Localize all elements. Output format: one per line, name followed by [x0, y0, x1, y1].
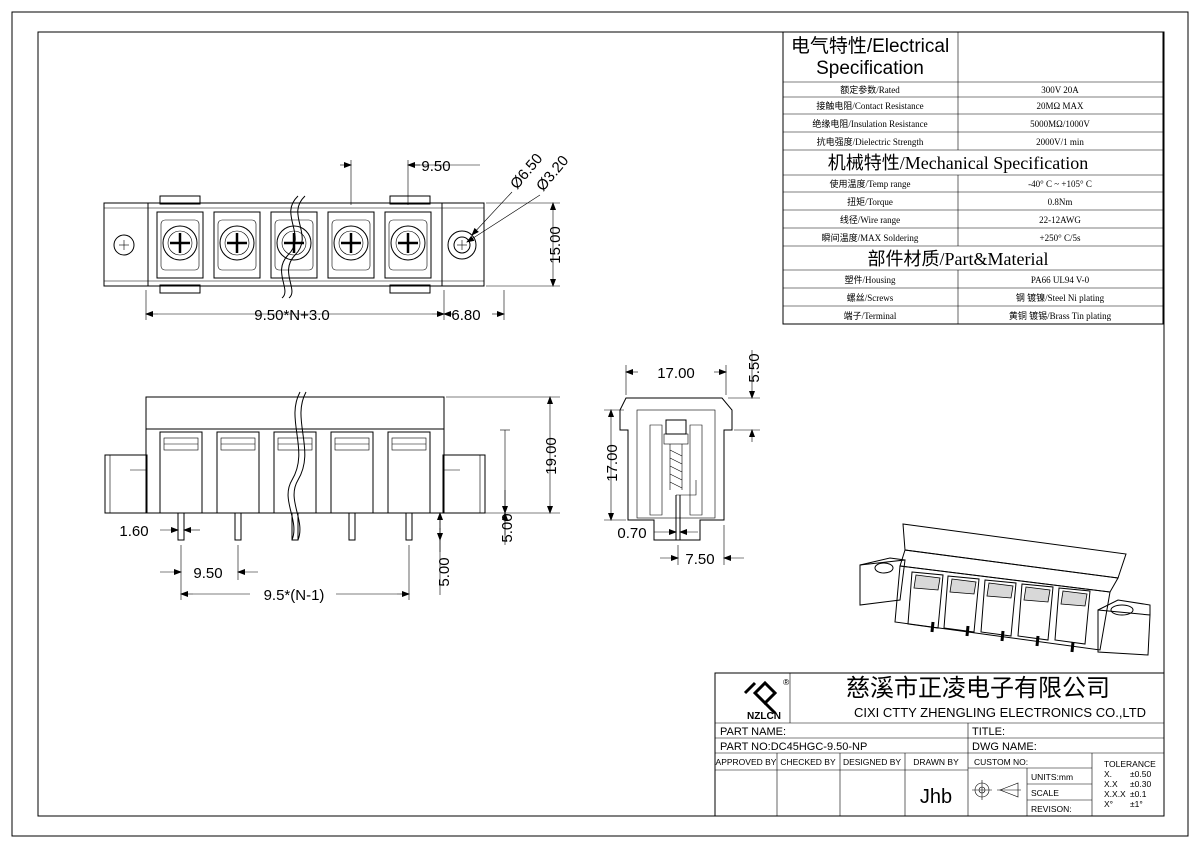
mount-hole-right — [447, 230, 477, 260]
tolerance-key: X. — [1104, 769, 1112, 779]
spec-value: 5000MΩ/1000V — [1030, 119, 1090, 129]
dim-side-height: 17.00 — [604, 444, 621, 482]
spec-table: 电气特性/Electrical Specification 额定参数/Rated… — [782, 31, 1164, 325]
tolerance-title: TOLERANCE — [1104, 759, 1156, 769]
part-name-label: PART NAME: — [720, 726, 786, 738]
spec-value: 300V 20A — [1041, 85, 1079, 95]
dim-front-pitch: 9.50 — [193, 565, 222, 582]
pin — [291, 512, 299, 541]
dim-pin-width: 1.60 — [119, 523, 148, 540]
dim-side-offset: 7.50 — [685, 551, 714, 568]
projection-icon — [972, 780, 1021, 800]
tolerance-value: ±0.50 — [1130, 769, 1151, 779]
spec-label: 接触电阻/Contact Resistance — [816, 100, 923, 111]
electrical-title-2: Specification — [816, 58, 924, 79]
logo-mark: ® — [783, 677, 790, 687]
designed-by-label: DESIGNED BY — [843, 757, 901, 767]
tolerance-value: ±1° — [1130, 799, 1143, 809]
dim-front-pin-len-2: 5.00 — [436, 557, 453, 586]
tolerance-key: X.X — [1104, 779, 1118, 789]
top-terminal — [213, 211, 261, 279]
spec-value: 钢 镀镍/Steel Ni plating — [1016, 292, 1105, 303]
spec-value: 22-12AWG — [1039, 215, 1081, 225]
spec-label: 瞬间温度/MAX Soldering — [822, 232, 919, 243]
drawn-by-value: Jhb — [920, 786, 952, 808]
mechanical-title: 机械特性/Mechanical Specification — [828, 153, 1088, 173]
title-block: ® NZLCN 慈溪市正凌电子有限公司 CIXI CTTY ZHENGLING … — [714, 672, 1165, 817]
spec-value: +250° C/5s — [1040, 233, 1081, 243]
company-name-en: CIXI CTTY ZHENGLING ELECTRONICS CO.,LTD — [854, 705, 1146, 720]
top-terminal — [270, 211, 318, 279]
approved-by-label: APPROVED BY — [716, 757, 777, 767]
spec-value: 黄铜 镀锡/Brass Tin plating — [1009, 310, 1112, 321]
electrical-title-1: 电气特性/Electrical — [791, 35, 949, 57]
spec-label: 绝缘电阻/Insulation Resistance — [812, 118, 927, 129]
tolerance-value: ±0.30 — [1130, 779, 1151, 789]
front-view: 19.00 5.00 5.00 1.60 9.50 9.5*(N-1) — [104, 391, 560, 604]
company-name-cn: 慈溪市正凌电子有限公司 — [846, 674, 1110, 702]
revision-label: REVISON: — [1031, 804, 1072, 814]
spec-label: 线径/Wire range — [840, 214, 900, 225]
dim-top-end: 6.80 — [451, 307, 480, 324]
custom-no-label: CUSTOM NO: — [974, 757, 1028, 767]
spec-label: 扭矩/Torque — [847, 196, 893, 207]
spec-label: 端子/Terminal — [844, 310, 897, 321]
top-terminal — [156, 211, 204, 279]
part-no-label: PART NO:DC45HGC-9.50-NP — [720, 741, 867, 753]
outer-border — [11, 11, 1189, 837]
material-title: 部件材质/Part&Material — [868, 249, 1049, 269]
spec-label: 抗电强度/Dielectric Strength — [817, 136, 924, 147]
top-view: 9.50 Ø6.50 Ø3.20 15.00 9.50*N+3.0 6.80 — [103, 150, 572, 324]
dim-front-pin-len: 5.00 — [499, 513, 516, 542]
scale-label: SCALE — [1031, 788, 1059, 798]
spec-label: 使用温度/Temp range — [829, 178, 910, 189]
dim-front-height: 19.00 — [543, 437, 560, 475]
spec-label: 塑件/Housing — [844, 274, 896, 285]
title-label: TITLE: — [972, 726, 1005, 738]
dim-top-height: 15.00 — [547, 226, 564, 264]
dim-front-span: 9.5*(N-1) — [264, 587, 325, 604]
dwg-name-label: DWG NAME: — [972, 741, 1037, 753]
dim-side-pin: 0.70 — [617, 525, 646, 542]
spec-value: -40° C ~ +105° C — [1028, 179, 1092, 189]
dim-side-width: 17.00 — [657, 365, 695, 382]
spec-value: 0.8Nm — [1048, 197, 1073, 207]
spec-value: 20MΩ MAX — [1037, 101, 1084, 111]
tolerance-key: X° — [1104, 799, 1113, 809]
pin — [234, 512, 242, 541]
dim-side-cover: 5.50 — [746, 353, 763, 382]
isometric-view — [859, 523, 1151, 656]
side-view: 17.00 5.50 17.00 0.70 7.50 — [604, 350, 763, 568]
spec-value: PA66 UL94 V-0 — [1031, 275, 1090, 285]
spec-label: 螺丝/Screws — [847, 292, 894, 303]
pin — [405, 512, 413, 541]
pin — [177, 512, 185, 541]
spec-label: 额定参数/Rated — [840, 84, 900, 95]
dim-top-pitch: 9.50 — [421, 158, 450, 175]
company-logo: ® NZLCN — [743, 677, 790, 722]
tolerance-key: X.X.X — [1104, 789, 1126, 799]
top-terminal — [384, 211, 432, 279]
checked-by-label: CHECKED BY — [780, 757, 836, 767]
top-terminal — [327, 211, 375, 279]
drawn-by-label: DRAWN BY — [913, 757, 959, 767]
pin — [348, 512, 356, 541]
inner-border — [37, 31, 1165, 817]
units-label: UNITS:mm — [1031, 772, 1073, 782]
mount-hole-left — [113, 234, 135, 256]
tolerance-value: ±0.1 — [1130, 789, 1147, 799]
logo-text: NZLCN — [747, 711, 781, 722]
spec-value: 2000V/1 min — [1036, 137, 1084, 147]
dim-top-length: 9.50*N+3.0 — [254, 307, 329, 324]
